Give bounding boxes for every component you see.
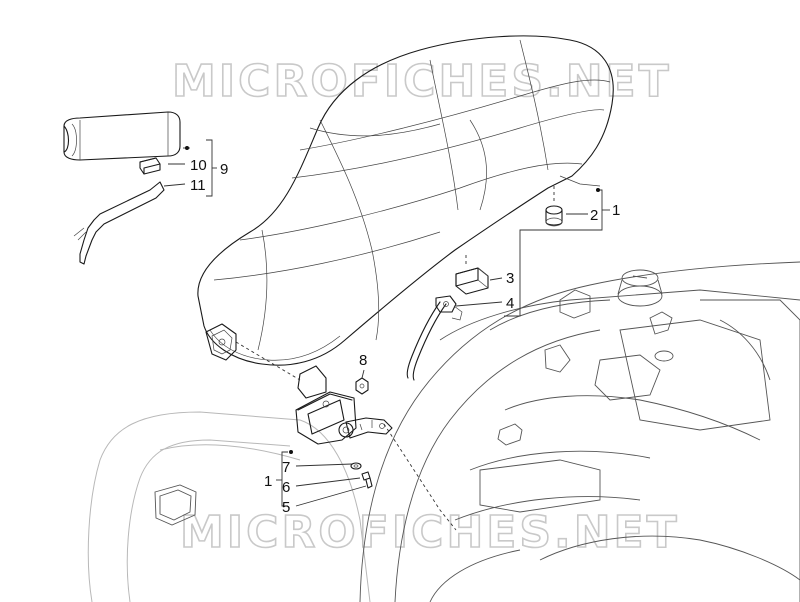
seat xyxy=(197,35,614,366)
tool-pouch xyxy=(63,111,181,161)
callout-1-bottom: 1 xyxy=(264,473,272,490)
callout-4: 4 xyxy=(506,295,514,312)
watermark-top: MICROFICHES.NET xyxy=(172,56,672,107)
callout-7: 7 xyxy=(282,459,290,476)
ref-dot-1-bottom xyxy=(289,450,293,454)
fuel-cap xyxy=(617,269,663,307)
callout-1-top: 1 xyxy=(612,202,620,219)
seat-latch-plate xyxy=(205,323,237,361)
tool-rod xyxy=(73,181,165,265)
seat-bracket xyxy=(455,267,489,295)
ref-dot-1-top xyxy=(596,188,600,192)
callout-9: 9 xyxy=(220,161,228,178)
callout-8: 8 xyxy=(359,352,367,369)
watermark-bottom: MICROFICHES.NET xyxy=(180,507,680,558)
seat-hinge xyxy=(295,365,393,445)
nut-part xyxy=(355,377,369,395)
clip-part xyxy=(139,157,161,175)
callout-6: 6 xyxy=(282,479,290,496)
storage-compartment xyxy=(359,261,800,602)
callout-3: 3 xyxy=(506,270,514,287)
rubber-buffer xyxy=(545,205,563,227)
ref-dot-9 xyxy=(185,146,189,150)
screw-part xyxy=(361,471,373,489)
leader-lines xyxy=(163,139,610,531)
washer-part xyxy=(350,462,362,470)
callout-11: 11 xyxy=(190,177,206,194)
seat-cable xyxy=(406,295,463,381)
callout-10: 10 xyxy=(190,157,207,174)
scooter-body-ghost xyxy=(87,411,371,602)
callout-5: 5 xyxy=(282,499,290,516)
callout-2: 2 xyxy=(590,207,598,224)
